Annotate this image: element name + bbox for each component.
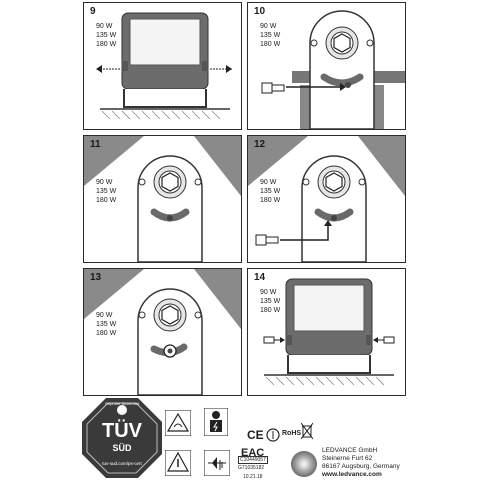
class-i-icon — [266, 428, 280, 442]
floodlight-unscrew-illustration — [96, 12, 232, 120]
step-9-panel: 9 90 W 135 W 180 W — [83, 2, 242, 130]
wattage-90: 90 W — [260, 23, 277, 30]
wattage-list: 90 W 135 W 180 W — [260, 288, 280, 315]
step-number: 10 — [254, 6, 266, 17]
wattage-180: 180 W — [96, 197, 117, 204]
tuv-sud-certification-badge: Geprüfte Sicherheit TÜV SÜD tuv-sud.com/… — [82, 398, 162, 478]
ledvance-logo — [291, 451, 317, 477]
weee-bin-icon — [301, 422, 313, 440]
bracket-fasten-illustration — [248, 136, 405, 262]
wattage-list: 90 W 135 W 180 W — [260, 22, 280, 49]
tuv-main-label: TÜV — [102, 420, 142, 442]
product-id-1: C10449057 — [238, 456, 268, 464]
wattage-135: 135 W — [260, 32, 281, 39]
wattage-90: 90 W — [260, 289, 277, 296]
bracket-tightened-illustration — [84, 269, 241, 395]
wattage-135: 135 W — [96, 32, 117, 39]
company-web: www.ledvance.com — [322, 471, 382, 478]
tuv-sub-label: SÜD — [112, 443, 132, 453]
wattage-180: 180 W — [96, 41, 117, 48]
wattage-135: 135 W — [96, 321, 117, 328]
ce-mark: CE — [247, 428, 264, 442]
protective-earth-icon — [204, 450, 230, 476]
wattage-90: 90 W — [260, 179, 277, 186]
wattage-90: 90 W — [96, 179, 113, 186]
step-11-panel: 11 90 W 135 W 180 W — [83, 135, 242, 263]
tuv-octagon-icon — [82, 398, 162, 478]
production-date: 10.21.18 — [243, 474, 263, 480]
tuv-top-label: Geprüfte Sicherheit — [104, 401, 140, 406]
company-name: LEDVANCE GmbH — [322, 447, 378, 454]
step-number: 12 — [254, 139, 266, 150]
step-number: 13 — [90, 272, 102, 283]
product-id-2: G71035182 — [238, 465, 265, 471]
wattage-135: 135 W — [260, 188, 281, 195]
wattage-list: 90 W 135 W 180 W — [96, 178, 116, 205]
step-13-panel: 13 90 W 135 W 180 W — [83, 268, 242, 396]
wattage-180: 180 W — [260, 307, 281, 314]
qualified-electrician-icon — [204, 408, 228, 436]
bracket-rotate-illustration — [84, 136, 241, 262]
wattage-90: 90 W — [96, 312, 113, 319]
mounting-surface-icon — [165, 410, 191, 436]
wattage-list: 90 W 135 W 180 W — [260, 178, 280, 205]
wattage-180: 180 W — [96, 330, 117, 337]
bracket-screw-illustration — [261, 10, 405, 129]
step-number: 11 — [90, 139, 101, 150]
step-12-panel: 12 90 W 135 W 180 W — [247, 135, 406, 263]
step-number: 14 — [254, 272, 266, 283]
step-14-panel: 14 90 W 135 W 180 W — [247, 268, 406, 396]
rohs-mark: RoHS — [282, 430, 302, 437]
company-city: 86167 Augsburg, Germany — [322, 463, 400, 470]
wattage-180: 180 W — [260, 197, 281, 204]
step-10-panel: 10 90 W 135 W 180 W — [247, 2, 406, 130]
floodlight-reassemble-illustration — [263, 278, 395, 386]
wattage-90: 90 W — [96, 23, 113, 30]
wattage-135: 135 W — [260, 298, 281, 305]
wattage-list: 90 W 135 W 180 W — [96, 22, 116, 49]
impact-resistance-icon — [165, 450, 191, 476]
wattage-135: 135 W — [96, 188, 117, 195]
wattage-180: 180 W — [260, 41, 281, 48]
wattage-list: 90 W 135 W 180 W — [96, 311, 116, 338]
company-street: Steinerne Furt 62 — [322, 455, 373, 462]
step-number: 9 — [90, 6, 96, 17]
company-address: LEDVANCE GmbH Steinerne Furt 62 86167 Au… — [322, 447, 400, 479]
tuv-url-label: tuv-sud.com/ps-cert — [102, 461, 142, 466]
